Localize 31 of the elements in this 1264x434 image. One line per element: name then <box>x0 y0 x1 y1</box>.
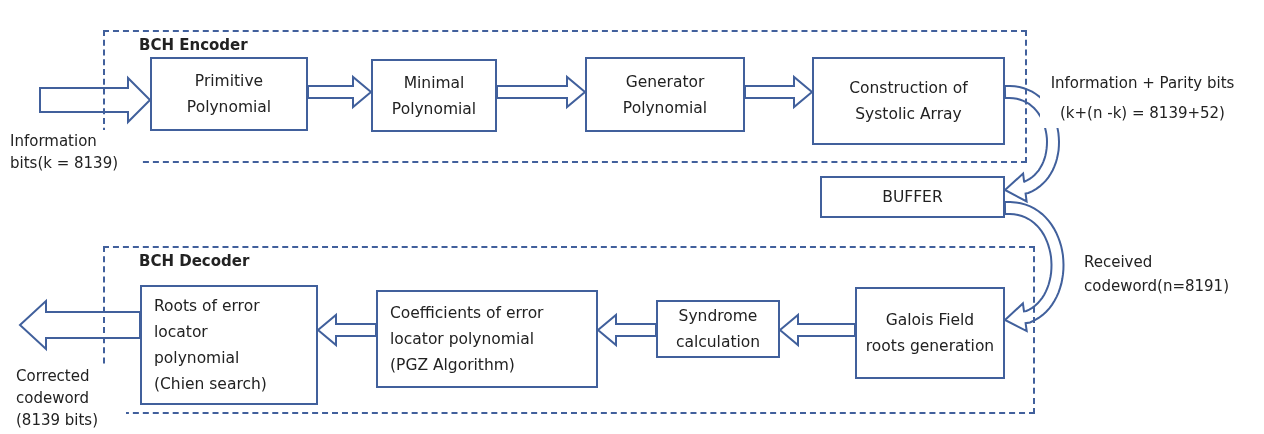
block-arrow <box>744 74 814 110</box>
block-arrow <box>596 312 657 348</box>
box-label: Primitive Polynomial <box>185 71 273 118</box>
box-label: Galois Field roots generation <box>865 310 995 357</box>
edge-label: Corrected codeword (8139 bits) <box>16 365 126 431</box>
box-label: Roots of error locator polynomial (Chien search) <box>154 296 268 395</box>
box-label: Construction of Systolic Array <box>848 78 969 125</box>
group-title: BCH Decoder <box>139 252 250 270</box>
process-box <box>656 300 780 358</box>
process-box <box>855 287 1005 379</box>
process-box <box>376 290 598 388</box>
group-title: BCH Encoder <box>139 36 248 54</box>
block-arrow <box>307 74 373 110</box>
block-arrow <box>18 298 141 352</box>
box-label: Minimal Polynomial <box>390 72 478 120</box>
box-label: Generator Polynomial <box>621 71 709 119</box>
box-label: BUFFER <box>882 187 943 208</box>
process-box <box>371 59 497 132</box>
process-box <box>585 57 745 132</box>
process-box <box>812 57 1005 145</box>
block-arrow <box>778 312 856 348</box>
edge-label: Information bits(k = 8139) <box>10 130 140 174</box>
block-arrow <box>39 75 152 125</box>
box-label: Syndrome calculation <box>674 306 762 353</box>
box-label: Coefficients of error locator polynomial (PGZ Algorithm) <box>390 303 545 376</box>
process-box <box>140 285 318 405</box>
block-arrow <box>1003 200 1065 333</box>
process-box <box>150 57 308 131</box>
process-box <box>820 176 1005 218</box>
block-arrow <box>496 74 587 110</box>
block-arrow <box>316 312 377 348</box>
